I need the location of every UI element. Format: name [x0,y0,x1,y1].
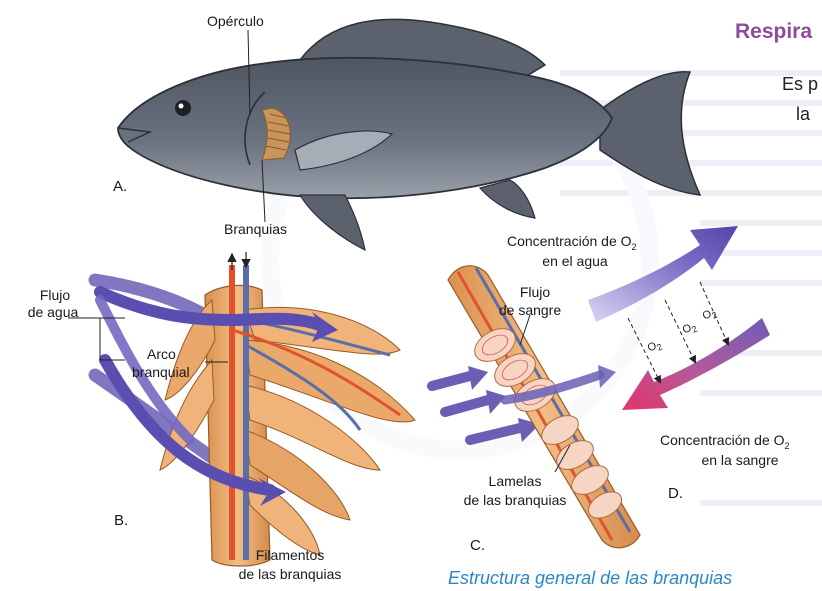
label-lamelas-2: de las branquias [455,492,575,509]
panel-letter-d: D. [668,485,683,502]
body-text-line-1: Es p [782,74,818,95]
label-lamelas-1: Lamelas [475,473,555,490]
label-conc-sangre-2: en la sangre [690,452,790,469]
label-filamentos-1: Filamentos [230,547,350,564]
label-flujo-agua-1: Flujo [30,287,80,304]
label-operculo: Opérculo [207,13,264,30]
label-flujo-agua-2: de agua [18,304,88,321]
section-title: Respira [735,20,812,44]
gill-arch-illustration [95,252,415,566]
body-text-line-2: la [796,104,810,125]
label-arco-1: Arco [147,346,176,363]
panel-letter-b: B. [114,512,128,529]
label-flujo-sangre-1: Flujo [505,284,565,301]
fish-illustration [118,19,700,250]
figure-caption: Estructura general de las branquias [448,568,732,589]
panel-letter-c: C. [470,537,485,554]
label-filamentos-2: de las branquias [220,566,360,583]
label-arco-2: branquial [132,364,190,381]
label-branquias: Branquias [224,221,287,238]
panel-letter-a: A. [113,178,127,195]
label-flujo-sangre-2: de sangre [490,302,570,319]
label-conc-agua-2: en el agua [530,253,620,270]
